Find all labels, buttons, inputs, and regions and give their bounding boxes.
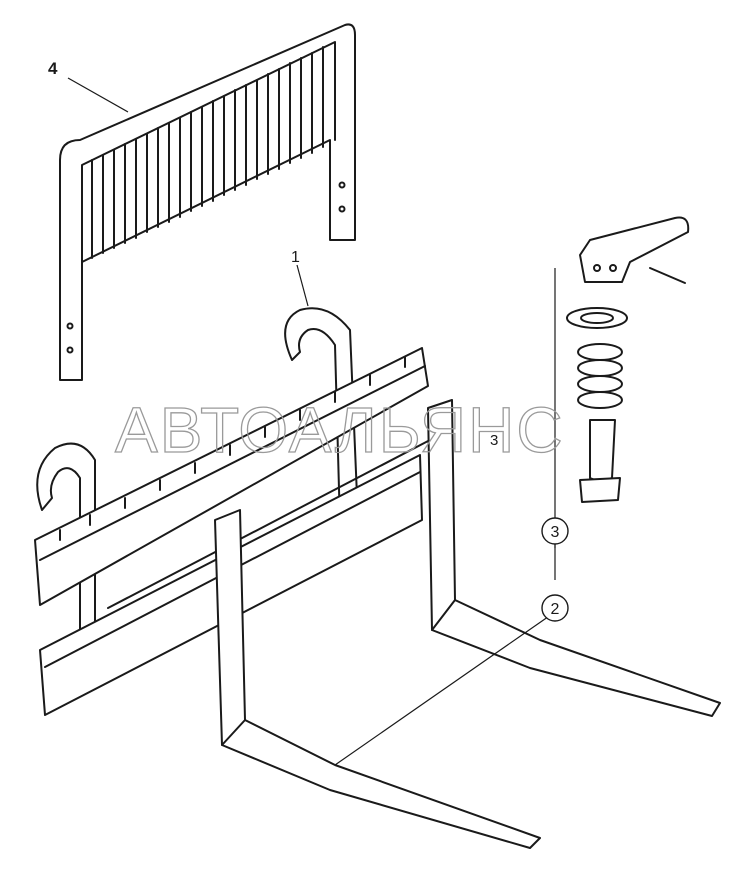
label-carriage: 1 — [291, 249, 300, 266]
label-guard: 4 — [48, 59, 58, 78]
label-fork-circle: 2 — [551, 601, 560, 618]
callout-circle-2: 2 — [541, 594, 569, 622]
fork-arm-front — [214, 509, 541, 849]
locking-pin-assembly — [554, 216, 690, 580]
leader-lines — [67, 77, 556, 766]
callout-circle-3: 3 — [541, 517, 569, 545]
load-backrest-guard — [59, 23, 356, 381]
watermark-text: АВТОАЛЬЯНС — [115, 394, 565, 466]
label-pin-small: 3 — [490, 432, 498, 449]
fork-arm-rear — [427, 399, 721, 717]
label-pin-circle: 3 — [551, 524, 560, 541]
